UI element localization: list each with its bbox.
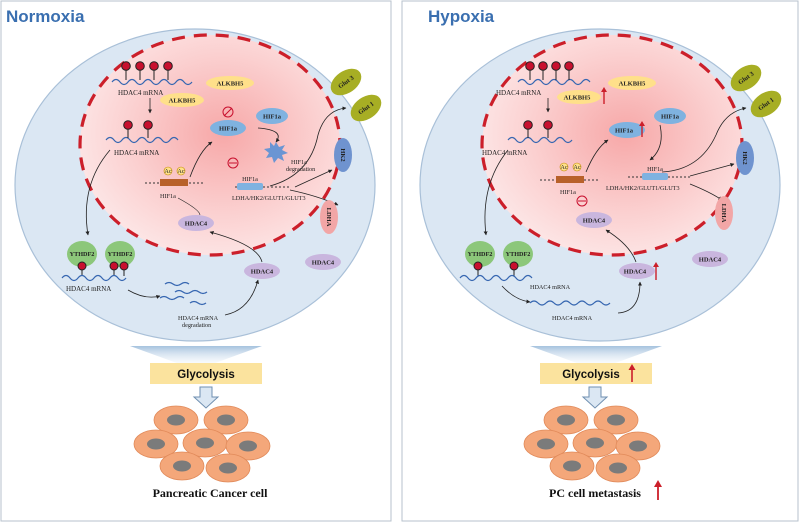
ythdf2-label-b: YTHDF2 xyxy=(108,251,133,258)
hk2-label: HK2 xyxy=(339,148,346,161)
hdac4-mrna-label-mid: HDAC4 mRNA xyxy=(114,149,159,157)
hif1a-label-outer: HIF1a xyxy=(263,114,282,121)
hif1a-pill-outer xyxy=(256,108,288,124)
ldha-protein xyxy=(320,200,338,234)
hdac4-label-cyto-a: HDAC4 xyxy=(251,269,274,276)
ldha-label-right: LDHA xyxy=(720,204,727,223)
hdac4-label-nucleus: HDAC4 xyxy=(185,221,208,228)
m6a-marks-top xyxy=(121,61,173,80)
left-title: Normoxia xyxy=(6,7,85,26)
nucleus-right xyxy=(480,33,744,257)
up-arrow-alkbh5 xyxy=(601,87,607,92)
hdac4-mrna-label-mid-right: HDAC4 mRNA xyxy=(482,149,527,157)
m6a-marks-middle xyxy=(123,120,153,138)
degradation-star xyxy=(264,142,288,163)
glycolysis-box xyxy=(150,363,262,384)
mrna-fragments xyxy=(159,281,208,306)
hif1a-gene-label: HIF1a xyxy=(160,193,176,200)
hif1a-gene-box xyxy=(160,179,188,186)
hdac4-mrna-label-low: HDAC4 mRNA xyxy=(66,285,111,293)
hdac4-mrna-label-top-right: HDAC4 mRNA xyxy=(496,89,541,97)
hdac4-mrna-label-low1-right: HDAC4 mRNA xyxy=(530,284,571,291)
hdac4-pill-cyto-b xyxy=(305,254,341,270)
hdac4-label-cyto-a-right: HDAC4 xyxy=(624,269,647,276)
alkbh5-label-b: ALKBH5 xyxy=(169,98,196,105)
hif1a-promoter-label: HIF1a xyxy=(242,176,258,183)
alkbh5-pill-a xyxy=(206,76,254,90)
alkbh5-label-a-right: ALKBH5 xyxy=(619,81,646,88)
down-arrow xyxy=(192,386,220,409)
left-panel: Normoxia HDAC4 mRNA ALKBH5 ALKBH5 HDAC4 … xyxy=(6,7,382,500)
up-arrow-hif1a xyxy=(639,121,645,126)
hif1a-pill-inner xyxy=(210,120,246,136)
m6a-marks-top-right xyxy=(525,61,574,80)
degradation-label-2: degradation xyxy=(182,322,211,329)
hdac4-mrna-label-low2-right: HDAC4 mRNA xyxy=(552,315,593,322)
up-arrow-hdac4 xyxy=(653,262,659,267)
hdac4-pill-cyto-a xyxy=(244,263,280,279)
hk2-label-right: HK2 xyxy=(741,151,748,164)
hif1a-gene-label-right: HIF1a xyxy=(560,189,576,196)
hdac4-pill-nucleus xyxy=(178,215,214,231)
mrna-strand-top xyxy=(111,78,193,86)
hif1a-promoter-label-right: HIF1a xyxy=(647,166,663,173)
right-caption: PC cell metastasis xyxy=(549,486,641,500)
ac-label-a: Ac xyxy=(164,168,171,175)
glut1-protein xyxy=(350,94,382,122)
glycolysis-label-right: Glycolysis xyxy=(562,369,620,381)
hif1a-degradation-label-1: HIF1a xyxy=(291,159,307,166)
glycolysis-label: Glycolysis xyxy=(177,369,235,381)
ac-label-a-right: Ac xyxy=(560,164,567,171)
ythdf2-protein-b xyxy=(105,241,135,267)
ythdf2-label-a-right: YTHDF2 xyxy=(468,251,493,258)
left-panel-border xyxy=(0,0,392,522)
mrna-strand-middle xyxy=(105,136,179,144)
targets-label-right: LDHA/HK2/GLUT1/GLUT3 xyxy=(606,185,680,192)
left-caption: Pancreatic Cancer cell xyxy=(153,486,269,500)
right-title: Hypoxia xyxy=(428,7,495,26)
glycolysis-box-right xyxy=(540,363,652,384)
targets-label: LDHA/HK2/GLUT1/GLUT3 xyxy=(232,195,306,202)
ythdf2-protein-a xyxy=(67,241,97,267)
glut3-protein xyxy=(330,68,362,96)
alkbh5-label-a: ALKBH5 xyxy=(217,81,244,88)
hdac4-label-cyto-b: HDAC4 xyxy=(312,260,335,267)
hif1a-label-inner: HIF1a xyxy=(219,126,238,133)
hif1a-label-outer-right: HIF1a xyxy=(661,114,680,121)
degradation-label-1: HDAC4 mRNA xyxy=(178,315,219,322)
cancer-cell-cluster xyxy=(133,405,271,483)
up-arrow-glycolysis xyxy=(628,364,636,370)
down-arrow-right xyxy=(581,386,609,409)
alkbh5-label-b-right: ALKBH5 xyxy=(564,95,591,102)
hdac4-label-nucleus-right: HDAC4 xyxy=(583,218,606,225)
right-panel-border xyxy=(401,0,799,522)
ythdf2-label-b-right: YTHDF2 xyxy=(506,251,531,258)
ldha-label: LDHA xyxy=(325,208,332,227)
hdac4-label-cyto-b-right: HDAC4 xyxy=(699,257,722,264)
ac-label-b-right: Ac xyxy=(573,164,580,171)
right-panel: Hypoxia HDAC4 mRNA ALKBH5 ALKBH5 HDAC4 m… xyxy=(419,7,782,500)
alkbh5-pill-b xyxy=(160,93,204,107)
hif1a-label-inner-right: HIF1a xyxy=(615,128,634,135)
ac-label-b: Ac xyxy=(177,168,184,175)
hk2-protein xyxy=(334,138,352,172)
hdac4-mrna-label-top: HDAC4 mRNA xyxy=(118,89,163,97)
cancer-cell-cluster-right xyxy=(523,405,661,483)
ythdf2-label-a: YTHDF2 xyxy=(70,251,95,258)
up-arrow-metastasis xyxy=(654,480,662,487)
